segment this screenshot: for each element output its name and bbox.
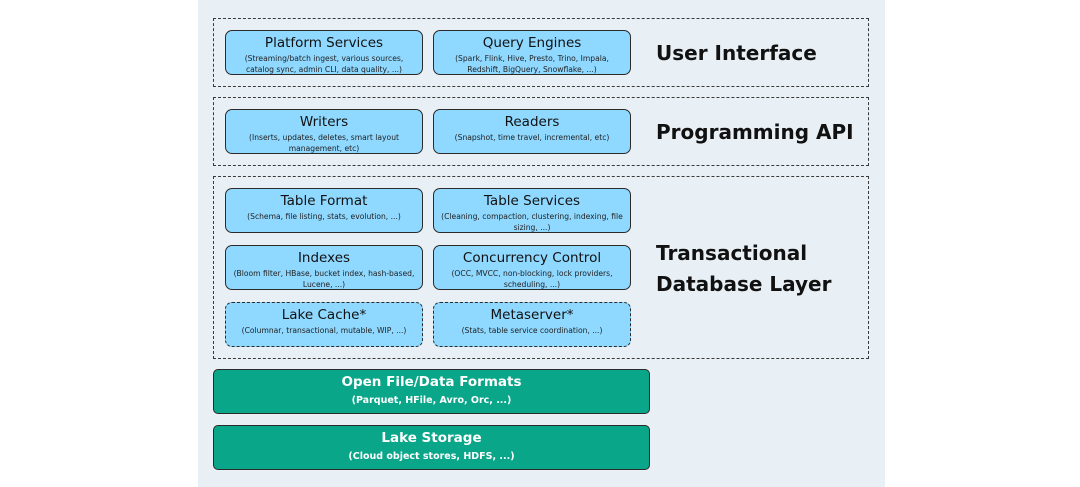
base-title: Open File/Data Formats (341, 374, 522, 390)
component-title: Metaserver* (490, 307, 574, 323)
architecture-diagram: Platform Services (Streaming/batch inges… (198, 0, 885, 487)
layer-programming-api (213, 97, 869, 166)
layer-label-programming-api: Programming API (656, 120, 854, 144)
component-title: Query Engines (482, 35, 582, 51)
component-platform-services: Platform Services (Streaming/batch inges… (225, 30, 423, 75)
base-subtitle: (Cloud object stores, HDFS, ...) (348, 451, 515, 462)
component-subtitle: (Spark, Flink, Hive, Presto, Trino, Impa… (455, 54, 609, 74)
component-title: Readers (504, 114, 560, 130)
component-subtitle: (Schema, file listing, stats, evolution,… (247, 212, 401, 221)
component-title: Platform Services (264, 35, 384, 51)
component-subtitle: (Cleaning, compaction, clustering, index… (441, 212, 623, 232)
component-title: Writers (299, 114, 349, 130)
component-subtitle: (Stats, table service coordination, ...) (461, 326, 603, 335)
component-readers: Readers (Snapshot, time travel, incremen… (433, 109, 631, 154)
base-title: Lake Storage (381, 430, 482, 446)
component-metaserver: Metaserver* (Stats, table service coordi… (433, 302, 631, 347)
layer-user-interface (213, 18, 869, 87)
component-query-engines: Query Engines (Spark, Flink, Hive, Prest… (433, 30, 631, 75)
component-indexes: Indexes (Bloom filter, HBase, bucket ind… (225, 245, 423, 290)
base-open-file-formats: Open File/Data Formats (Parquet, HFile, … (213, 369, 650, 414)
component-subtitle: (Columnar, transactional, mutable, WIP, … (241, 326, 407, 335)
base-subtitle: (Parquet, HFile, Avro, Orc, ...) (351, 395, 512, 406)
component-subtitle: (Snapshot, time travel, incremental, etc… (454, 133, 610, 142)
layer-label-user-interface: User Interface (656, 41, 817, 65)
component-subtitle: (Bloom filter, HBase, bucket index, hash… (233, 269, 415, 289)
component-title: Table Format (280, 193, 368, 209)
component-title: Concurrency Control (462, 250, 602, 266)
component-table-services: Table Services (Cleaning, compaction, cl… (433, 188, 631, 233)
component-title: Table Services (483, 193, 581, 209)
base-lake-storage: Lake Storage (Cloud object stores, HDFS,… (213, 425, 650, 470)
layer-label-transactional-database: Transactional Database Layer (656, 241, 832, 296)
layer-transactional-database (213, 176, 869, 359)
component-table-format: Table Format (Schema, file listing, stat… (225, 188, 423, 233)
component-writers: Writers (Inserts, updates, deletes, smar… (225, 109, 423, 154)
component-title: Indexes (297, 250, 351, 266)
component-subtitle: (Streaming/batch ingest, various sources… (244, 54, 404, 74)
component-subtitle: (OCC, MVCC, non-blocking, lock providers… (451, 269, 613, 289)
component-lake-cache: Lake Cache* (Columnar, transactional, mu… (225, 302, 423, 347)
component-title: Lake Cache* (281, 307, 367, 323)
component-subtitle: (Inserts, updates, deletes, smart layout… (249, 133, 399, 153)
component-concurrency-control: Concurrency Control (OCC, MVCC, non-bloc… (433, 245, 631, 290)
